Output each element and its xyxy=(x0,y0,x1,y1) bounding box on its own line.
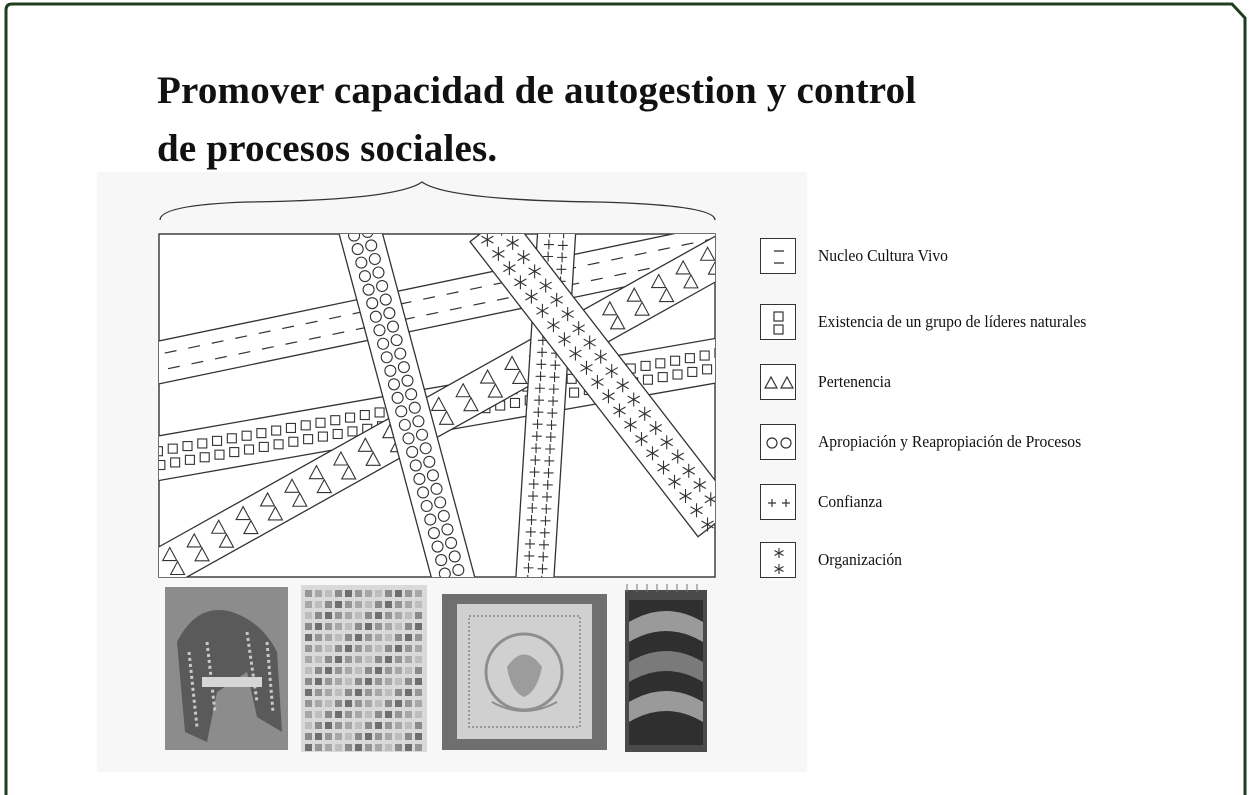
interwoven-bands-diagram xyxy=(158,181,716,752)
plus-symbol-icon xyxy=(760,484,796,520)
legend-item-triangle: Pertenencia xyxy=(760,364,1240,400)
triangle-symbol-icon xyxy=(760,364,796,400)
band-circle xyxy=(338,234,476,577)
legend-item-circle: Apropiación y Reapropiación de Procesos xyxy=(760,424,1240,460)
diagram-panel xyxy=(97,172,807,772)
circle-symbol-icon xyxy=(760,424,796,460)
mexican-emblem-lace-photo xyxy=(442,594,607,750)
page-title: Promover capacidad de autogestion y cont… xyxy=(157,62,1057,178)
curly-brace xyxy=(159,181,716,221)
legend-item-square: Existencia de un grupo de líderes natura… xyxy=(760,304,1240,340)
embroidered-textile-photo xyxy=(301,585,427,752)
legend-label: Organización xyxy=(818,550,902,569)
legend-item-dash: Nucleo Cultura Vivo xyxy=(760,238,1240,274)
square-symbol-icon xyxy=(760,304,796,340)
legend-label: Existencia de un grupo de líderes natura… xyxy=(818,312,1087,331)
legend-label: Confianza xyxy=(818,492,883,511)
legend-item-asterisk: Organización xyxy=(760,542,1240,578)
legend-label: Apropiación y Reapropiación de Procesos xyxy=(818,432,1082,451)
legend-label: Nucleo Cultura Vivo xyxy=(818,246,948,265)
woven-shawl-photo xyxy=(165,587,288,750)
dash-symbol-icon xyxy=(760,238,796,274)
asterisk-symbol-icon xyxy=(760,542,796,578)
geometric-rug-photo xyxy=(625,584,707,752)
legend-label: Pertenencia xyxy=(818,372,891,391)
title-line-1: Promover capacidad de autogestion y cont… xyxy=(157,69,917,112)
legend-item-plus: Confianza xyxy=(760,484,1240,520)
title-line-2: de procesos sociales. xyxy=(157,127,498,170)
band-asterisk xyxy=(469,234,715,538)
